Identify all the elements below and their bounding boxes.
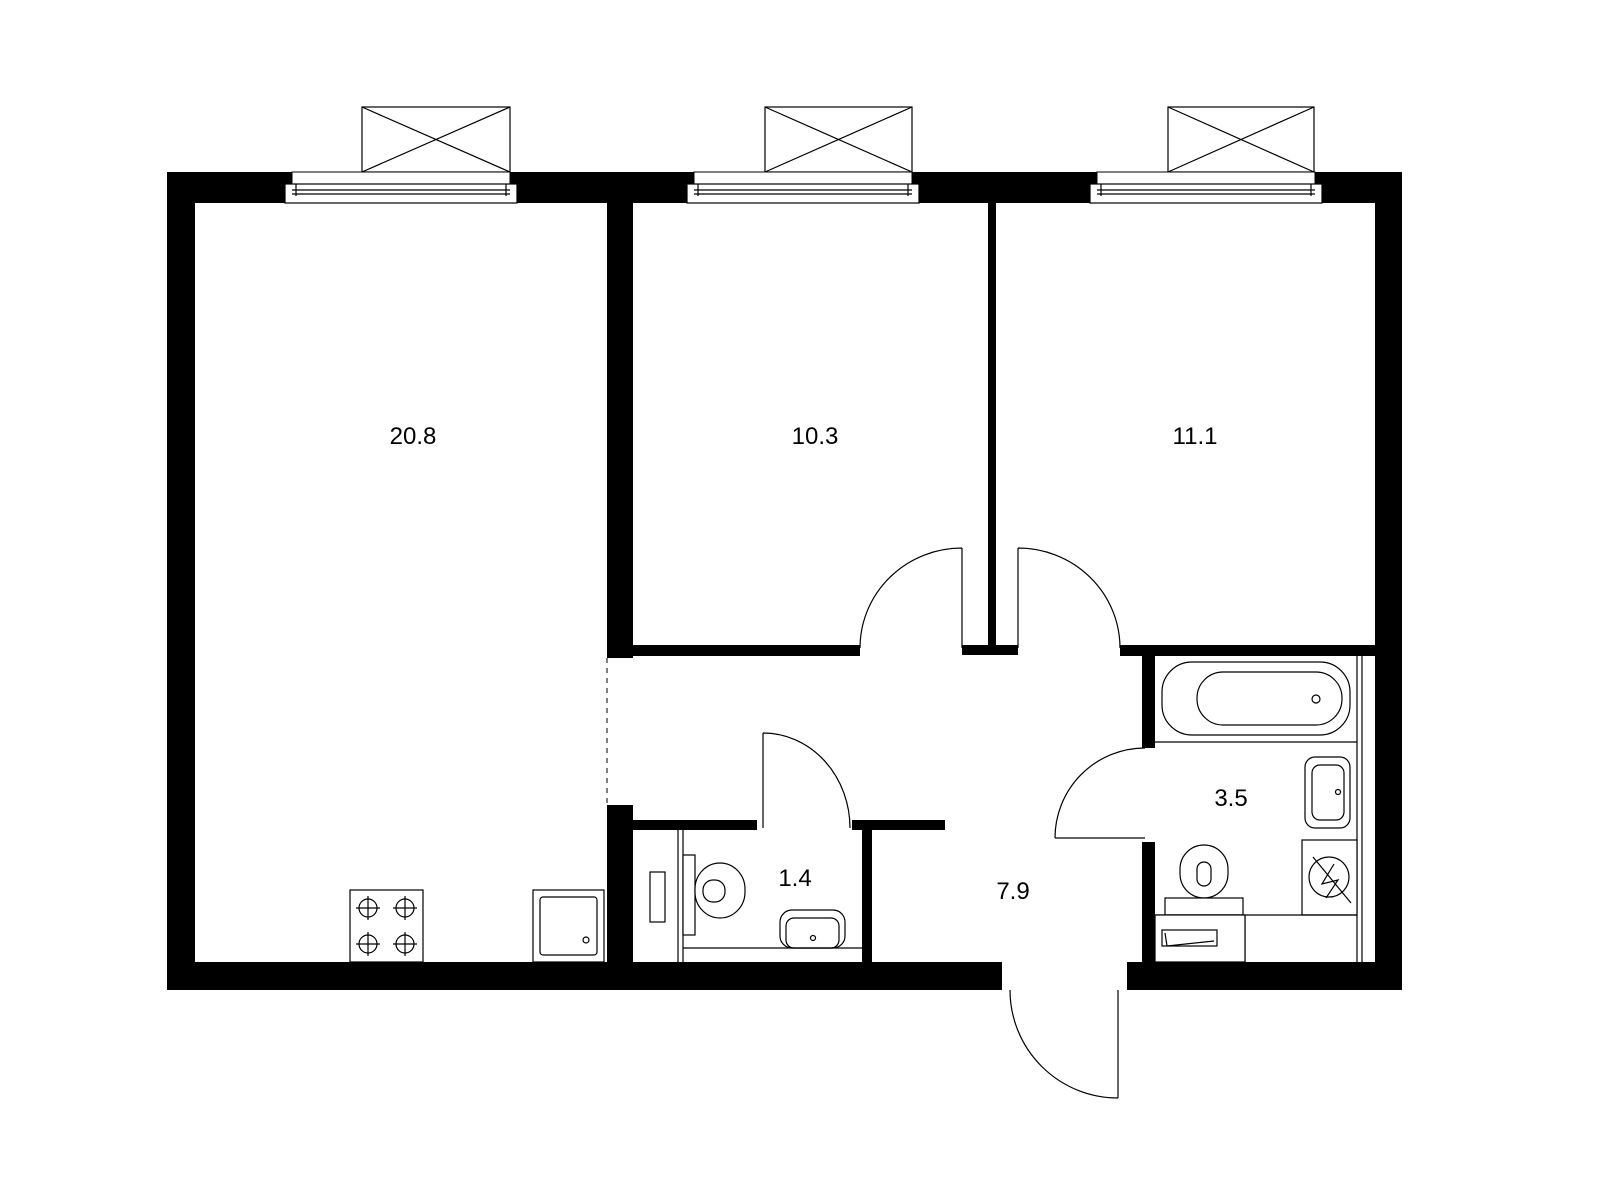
balcony-units [361,106,1315,173]
room-area-living-kitchen: 20.8 [390,423,437,450]
kitchen-sink [532,889,605,963]
bathroom-fixtures [1154,661,1358,963]
washbasin-icon [779,909,846,949]
toilet-icon [694,862,746,919]
wc-fixtures [649,830,862,962]
doors [762,547,1146,1099]
bathtub-icon [1161,661,1351,736]
washing-machine-icon [1301,839,1358,916]
room-area-bedroom-2: 11.1 [1173,423,1218,450]
balcony-unit-3 [1167,106,1315,173]
door-wc[interactable] [762,732,851,829]
window-1 [284,171,518,204]
room-area-bedroom-1: 10.3 [792,423,839,450]
interior-walls [606,203,1375,962]
toilet-icon [1164,844,1244,916]
window-2 [686,171,920,204]
windows [284,171,1323,204]
room-area-wc: 1.4 [778,865,811,892]
room-area-hallway: 7.9 [996,878,1029,905]
door-entrance[interactable] [1009,989,1119,1099]
balcony-unit-2 [764,106,913,173]
balcony-unit-1 [361,106,511,173]
area-labels: 20.8 10.3 11.1 1.4 7.9 3.5 [390,423,1248,905]
washbasin-icon [1304,756,1351,829]
room-area-bathroom: 3.5 [1214,785,1247,812]
door-bathroom[interactable] [1054,747,1146,839]
cabinet-icon [1154,914,1246,963]
stove [349,889,424,963]
door-bedroom-1[interactable] [859,547,963,649]
door-bedroom-2[interactable] [1017,547,1121,649]
window-3 [1089,171,1323,204]
